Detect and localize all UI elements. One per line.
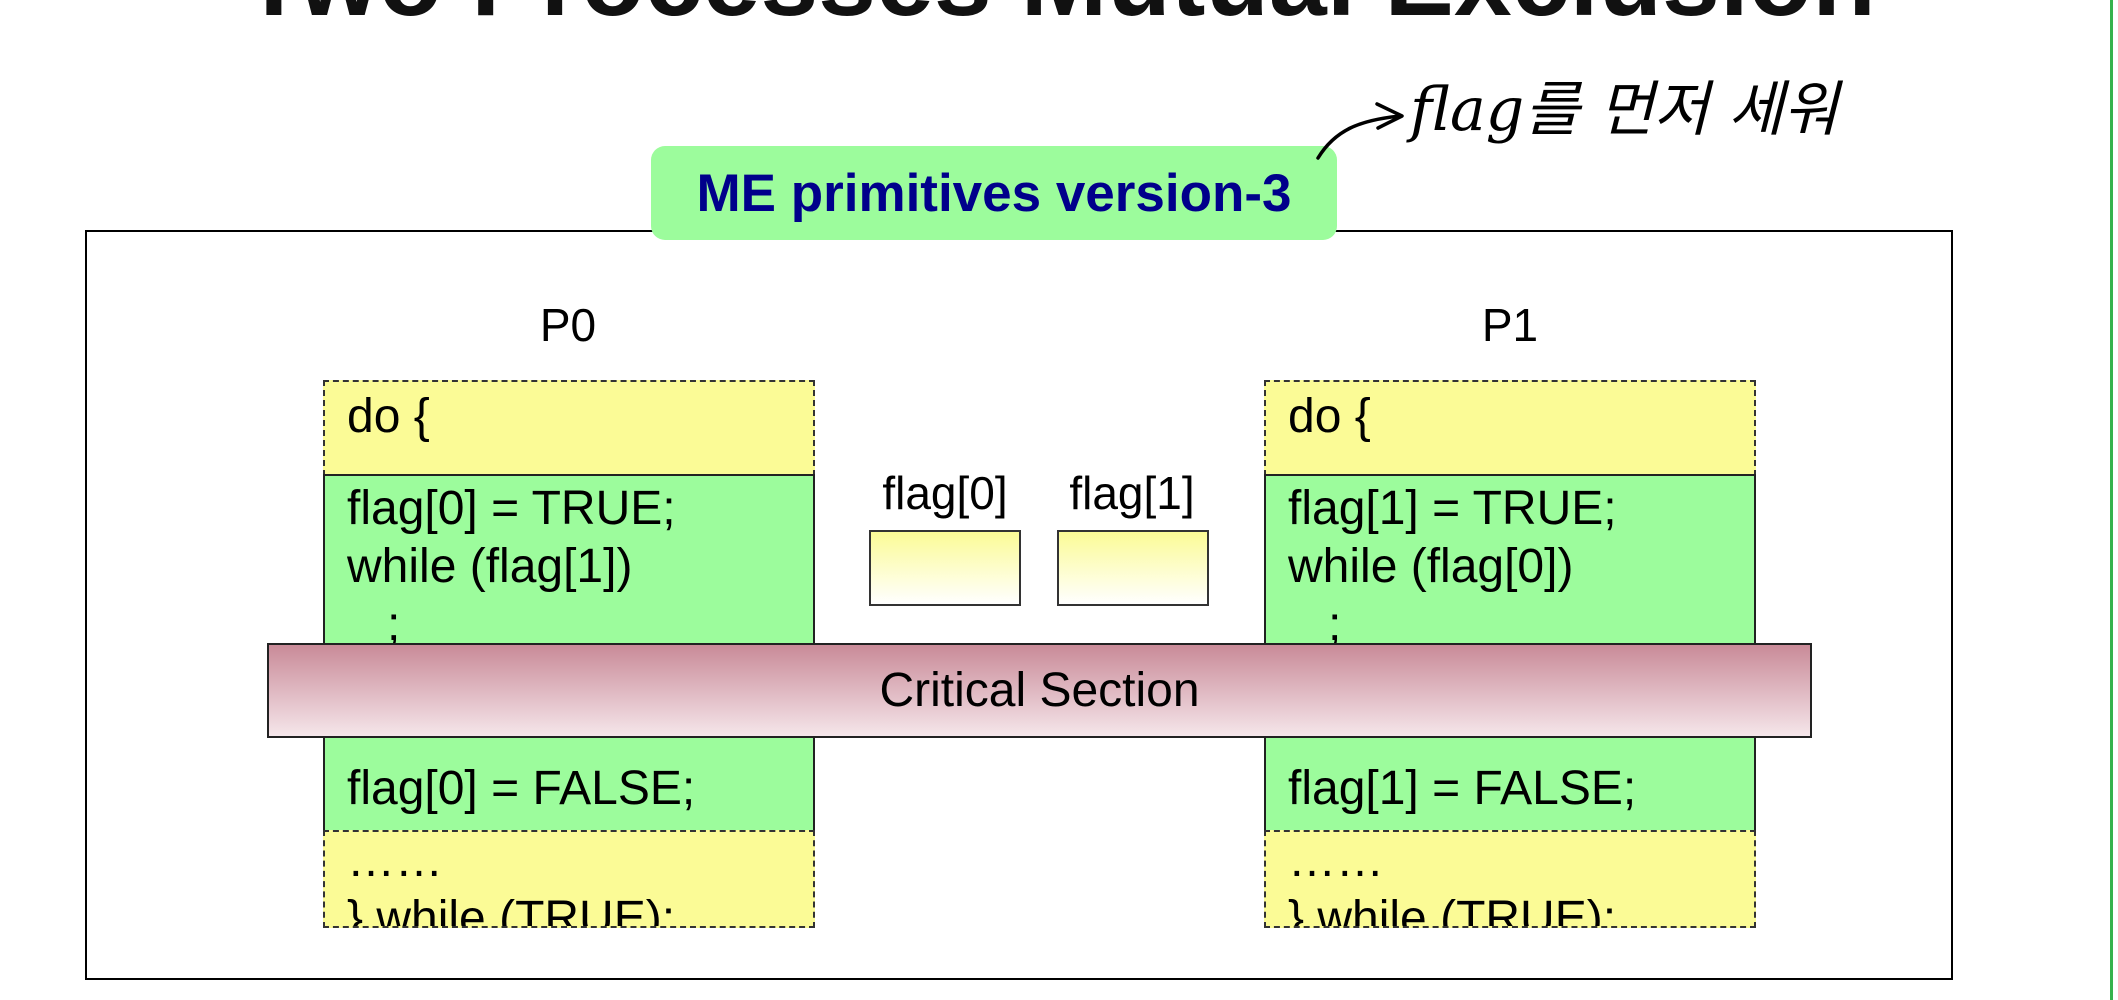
- p1-exit-bottom: …… } while (TRUE);: [1264, 830, 1756, 928]
- slide-title: Two Processes Mutual Exclusion: [0, 0, 2118, 32]
- critical-section-label: Critical Section: [879, 664, 1200, 717]
- p0-exit-bottom: …… } while (TRUE);: [323, 830, 815, 928]
- annotation-text: flag를 먼저 세워: [1406, 75, 1843, 145]
- p0-entry-top: do { ……: [323, 380, 815, 476]
- p0-exit-section: flag[0] = FALSE;: [323, 736, 815, 832]
- flag1-label: flag[1]: [1069, 467, 1195, 519]
- handwritten-annotation: flag를 먼저 세워: [1316, 75, 1843, 160]
- flag0-label: flag[0]: [882, 467, 1008, 519]
- p0-label: P0: [539, 299, 597, 351]
- p1-label: P1: [1481, 299, 1539, 351]
- right-border-line: [2110, 0, 2113, 1000]
- p1-entry-section: flag[1] = TRUE; while (flag[0]) ;: [1264, 474, 1756, 646]
- version-title-box: ME primitives version-3: [651, 146, 1337, 240]
- p0-entry-section: flag[0] = TRUE; while (flag[1]) ;: [323, 474, 815, 646]
- p1-exit-section: flag[1] = FALSE;: [1264, 736, 1756, 832]
- flag0-box: [869, 530, 1021, 606]
- annotation-arrow: [1316, 102, 1404, 160]
- flag1-box: [1057, 530, 1209, 606]
- version-title: ME primitives version-3: [696, 163, 1292, 223]
- p1-entry-top: do { ……: [1264, 380, 1756, 476]
- critical-section-bar: Critical Section: [267, 643, 1812, 738]
